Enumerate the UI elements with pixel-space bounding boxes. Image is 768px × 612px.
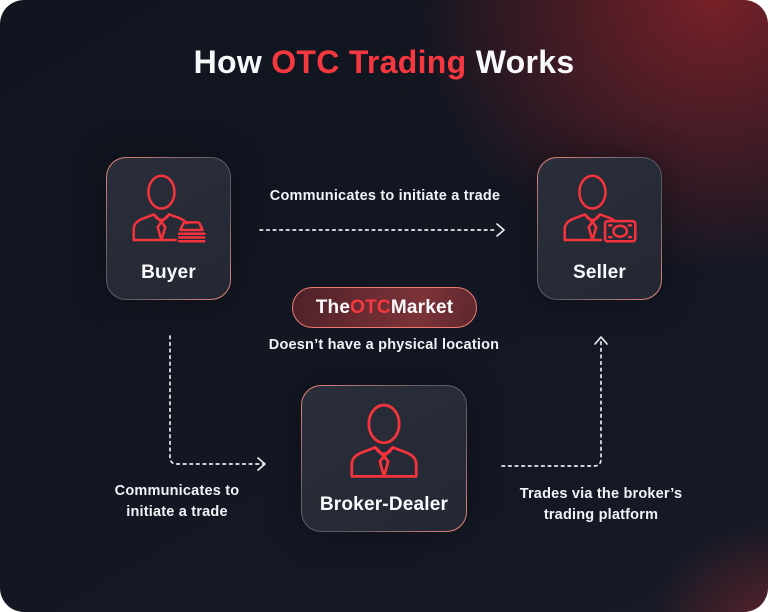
- arrow-buyer-to-seller: [259, 223, 505, 237]
- seller-card: Seller: [537, 157, 662, 300]
- title-part1: How: [193, 44, 272, 80]
- title-part2: Works: [466, 44, 575, 80]
- edge-label-buyer-to-seller: Communicates to initiate a trade: [269, 188, 501, 204]
- edge-label-broker-to-seller: Trades via the broker’s trading platform: [491, 484, 711, 526]
- buyer-label: Buyer: [141, 262, 196, 283]
- title-highlight: OTC Trading: [271, 44, 467, 80]
- pill-part1: The: [315, 296, 351, 318]
- page-title: How OTC Trading Works: [0, 44, 768, 81]
- broker-person-icon: [338, 400, 430, 492]
- edge-label-line1: Communicates to: [114, 483, 240, 499]
- edge-label-buyer-to-broker: Communicates to initiate a trade: [87, 481, 267, 523]
- arrow-broker-to-seller: [501, 336, 608, 467]
- arrow-buyer-to-broker: [169, 335, 266, 471]
- buyer-card: Buyer: [106, 157, 231, 300]
- pill-highlight: OTC: [350, 296, 391, 318]
- pill-part2: Market: [390, 296, 454, 318]
- otc-market-pill: The OTC Market: [292, 287, 477, 328]
- seller-with-banknote-icon: [558, 172, 642, 256]
- edge-label-line2: trading platform: [543, 507, 659, 523]
- broker-dealer-card: Broker-Dealer: [301, 385, 467, 532]
- buyer-with-cash-stack-icon: [127, 172, 211, 256]
- edge-label-line2: initiate a trade: [126, 504, 228, 520]
- edge-label-line1: Trades via the broker’s: [519, 486, 683, 502]
- seller-label: Seller: [573, 262, 626, 283]
- broker-dealer-label: Broker-Dealer: [319, 494, 449, 515]
- otc-market-note: Doesn’t have a physical location: [268, 337, 500, 353]
